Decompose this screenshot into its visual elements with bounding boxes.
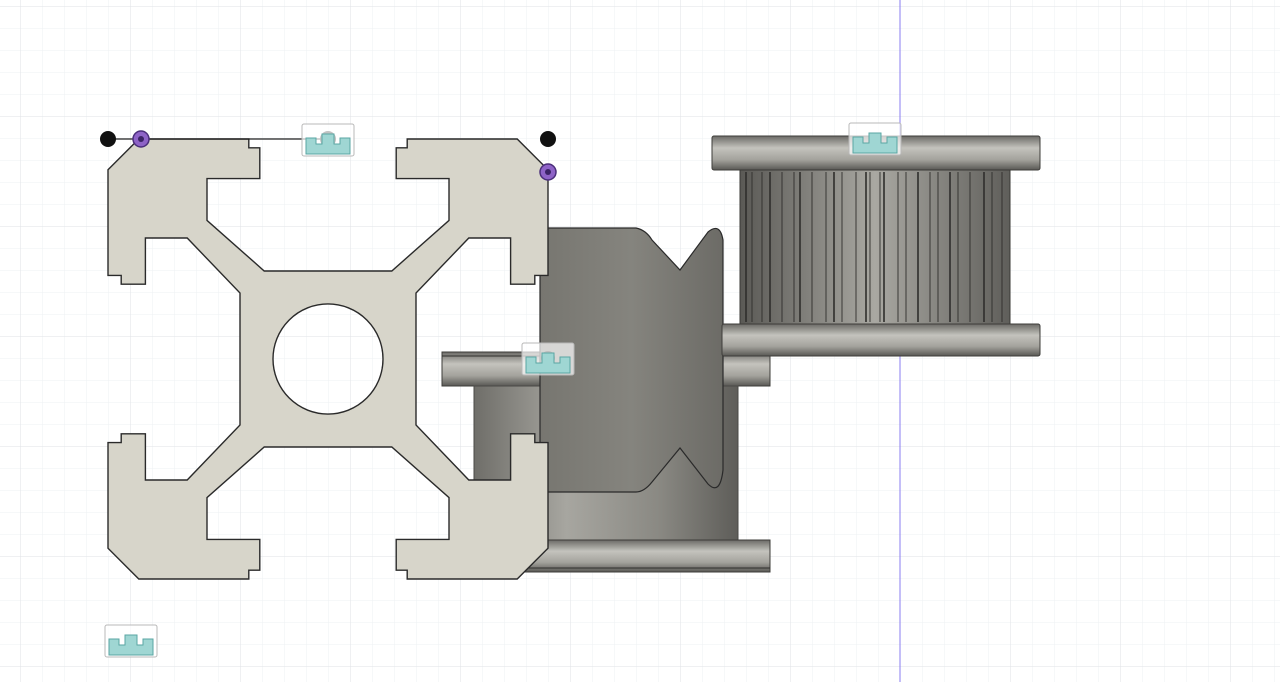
rigid-joint-icon[interactable] <box>521 342 575 376</box>
rigid-joint-icon[interactable] <box>104 624 158 658</box>
sketch-point[interactable] <box>540 131 556 147</box>
v-groove-idler-wheel[interactable] <box>539 227 724 493</box>
aluminum-extrusion-profile[interactable] <box>107 138 549 580</box>
sketch-point[interactable] <box>100 131 116 147</box>
rigid-joint-icon[interactable] <box>848 122 902 156</box>
pulley-teeth <box>745 172 1003 322</box>
rigid-joint-icon[interactable] <box>301 123 355 157</box>
gt2-timing-pulley[interactable] <box>711 135 1041 357</box>
